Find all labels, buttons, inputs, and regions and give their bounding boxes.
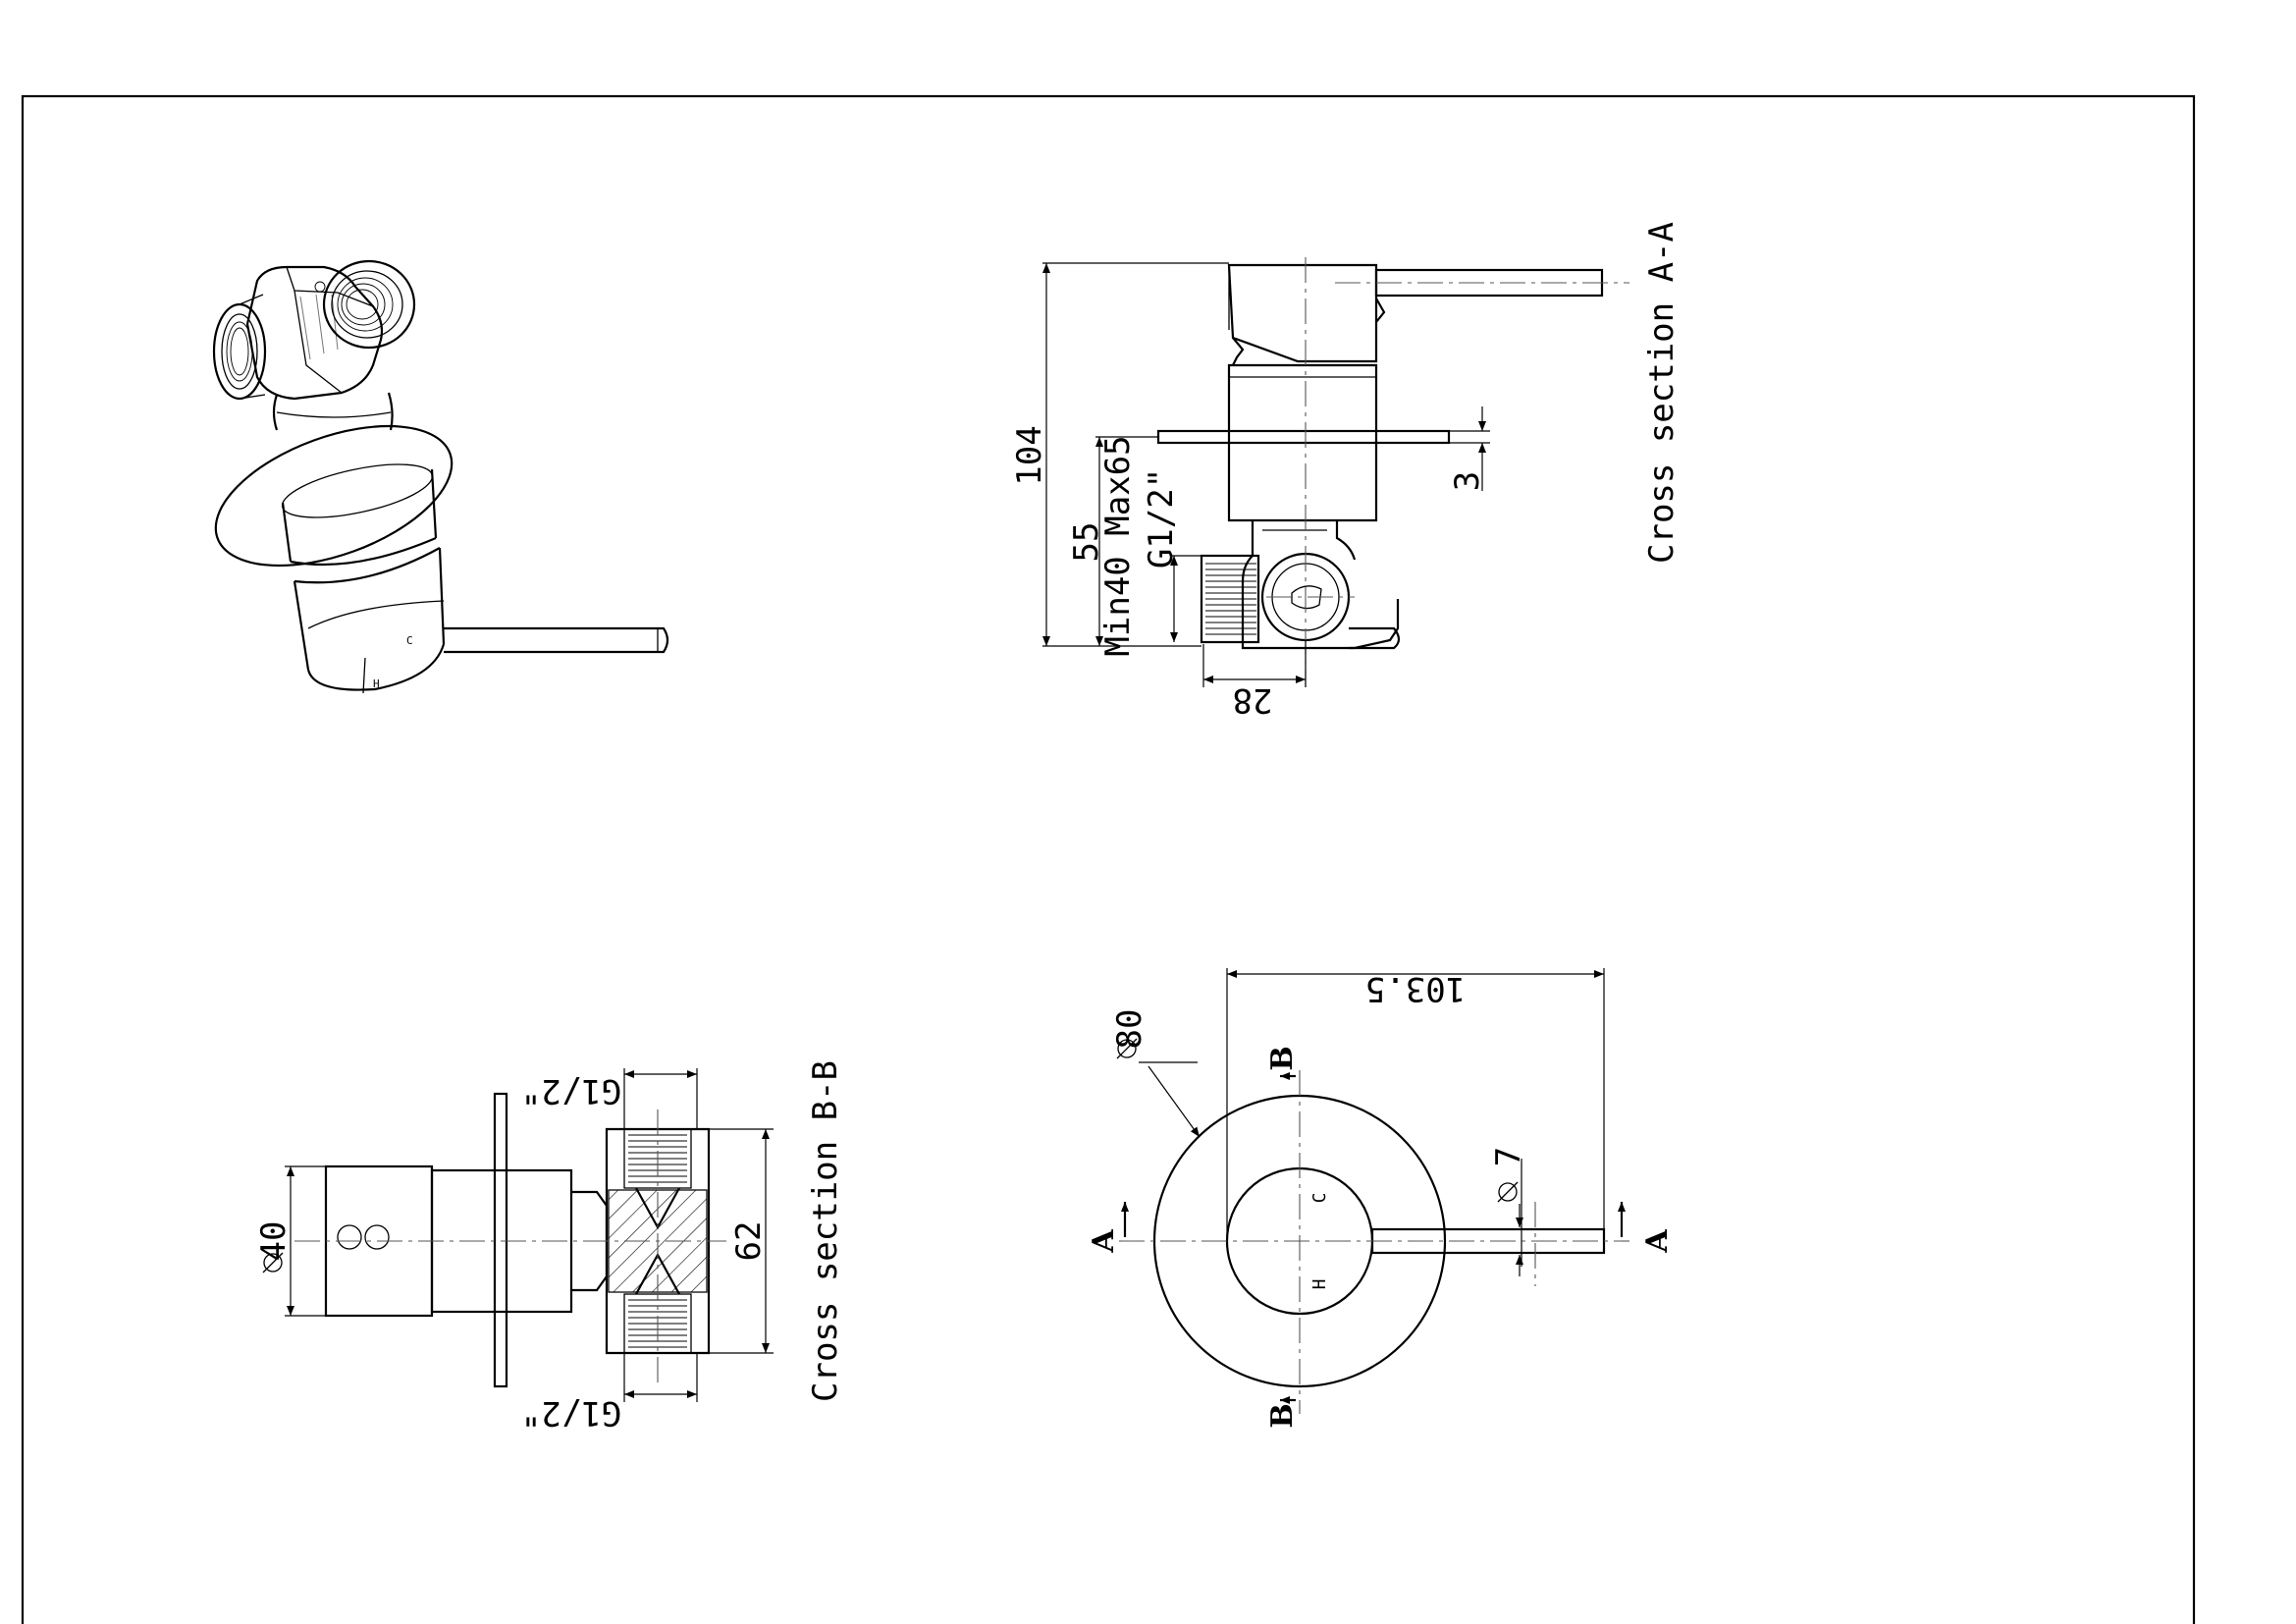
hot-mark: H xyxy=(1309,1279,1330,1290)
cut-marker-a-right: A xyxy=(1640,1229,1675,1254)
dim-inlet-offset: 28 xyxy=(1233,680,1273,720)
dim-thread-bottom: G1/2" xyxy=(521,1393,621,1433)
dim-depth-range: Min40 Max65 xyxy=(1098,435,1138,656)
dim-lever-diameter: 7 xyxy=(1489,1147,1528,1166)
hot-mark-iso: H xyxy=(373,677,380,690)
dim-plate-diameter: 80 xyxy=(1110,1009,1149,1050)
front-view: C H A A B B 103.5 80 7 xyxy=(1087,968,1675,1429)
dim-plate-thickness: 3 xyxy=(1448,471,1487,491)
section-title-a-a: Cross section A-A xyxy=(1642,222,1682,564)
cold-mark: C xyxy=(1309,1193,1330,1204)
section-view: 40 62 G1/2" G1/2" Cross section B-B xyxy=(254,1060,845,1433)
cut-marker-b-bottom: B xyxy=(1265,1403,1300,1428)
dim-body-height: 62 xyxy=(729,1221,769,1262)
dim-handle-diameter: 40 xyxy=(254,1221,294,1262)
dim-thread-side: G1/2" xyxy=(1142,468,1181,568)
dim-depth-55: 55 xyxy=(1067,522,1106,563)
cut-marker-a-left: A xyxy=(1087,1229,1121,1254)
cut-marker-b-top: B xyxy=(1265,1046,1300,1070)
isometric-view: H C xyxy=(212,259,669,694)
thread-lines xyxy=(1205,563,1256,635)
cold-mark-iso: C xyxy=(406,634,413,647)
dim-thread-top: G1/2" xyxy=(521,1071,621,1110)
dim-lever-length: 103.5 xyxy=(1365,969,1466,1008)
side-view: 104 55 Min40 Max65 G1/2" 3 28 Cross sect… xyxy=(1010,222,1682,720)
drawing-border xyxy=(21,94,2196,1624)
dim-height-104: 104 xyxy=(1010,425,1049,485)
section-title-b-b: Cross section B-B xyxy=(806,1060,845,1402)
